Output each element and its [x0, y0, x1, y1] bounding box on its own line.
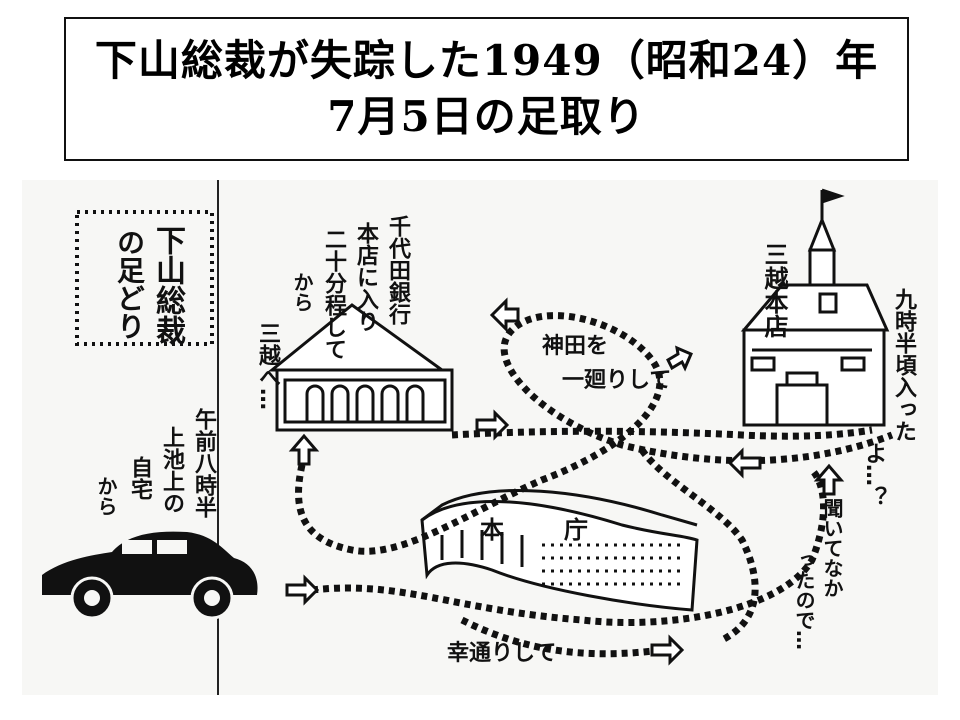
title-line-2: 7月5日の足取り [327, 92, 646, 141]
route-map: 下山総裁 の足どり 千代田銀行 本店に入り 二十分程して から 三越へ… 午前八… [22, 180, 938, 695]
home-note-col1: 午前八時半 [191, 408, 216, 518]
arrow-icon [489, 297, 520, 333]
arrow-icon [813, 463, 845, 496]
legend-box-frame [75, 210, 214, 346]
bank-building-icon [267, 303, 454, 432]
arrow-icon [475, 409, 510, 441]
question-note-col1: 聞いてなか [820, 498, 844, 598]
route-arrows [285, 297, 845, 666]
route-map-drawing [42, 180, 894, 695]
arrival-note-col1: 九時半頃入った [891, 288, 916, 442]
question-note-col2: ったので… [792, 550, 816, 650]
legend-title-col1: 下山総裁 [150, 225, 185, 345]
arrow-icon [288, 433, 320, 466]
honcho-building-icon [420, 489, 699, 612]
home-note-col2: 上池上の [159, 426, 184, 514]
bank-note-col1: 本店に入り [353, 222, 378, 332]
car-icon [42, 531, 258, 620]
title-line-1: 下山総裁が失踪した1949（昭和24）年 [94, 36, 879, 85]
home-note-col3: 自宅 [127, 456, 152, 500]
bank-label: 千代田銀行 [385, 215, 410, 325]
kanda-label-2: 一廻りして [562, 368, 672, 393]
title-box: 下山総裁が失踪した1949（昭和24）年 7月5日の足取り [64, 17, 909, 161]
legend-title-col2: の足どり [113, 228, 146, 340]
mitsukoshi-label: 三越本店 [760, 242, 788, 338]
bank-note-col3: から [290, 272, 314, 312]
to-mitsukoshi-label: 三越へ… [255, 322, 280, 410]
mitsukoshi-building-icon [740, 188, 890, 427]
honcho-label: 本庁 [480, 516, 648, 544]
arrow-icon [650, 634, 685, 666]
arrow-icon [285, 574, 320, 606]
home-note-col4: から [94, 476, 118, 516]
arrival-note-col2: よ…？ [861, 442, 886, 508]
bank-note-col2: 二十分程して [321, 228, 346, 360]
arrow-icon [666, 345, 693, 372]
saiwai-label: 幸通りして [447, 641, 557, 666]
route-path [295, 312, 894, 658]
arrow-icon [727, 447, 762, 479]
kanda-label-1: 神田を [542, 334, 609, 359]
